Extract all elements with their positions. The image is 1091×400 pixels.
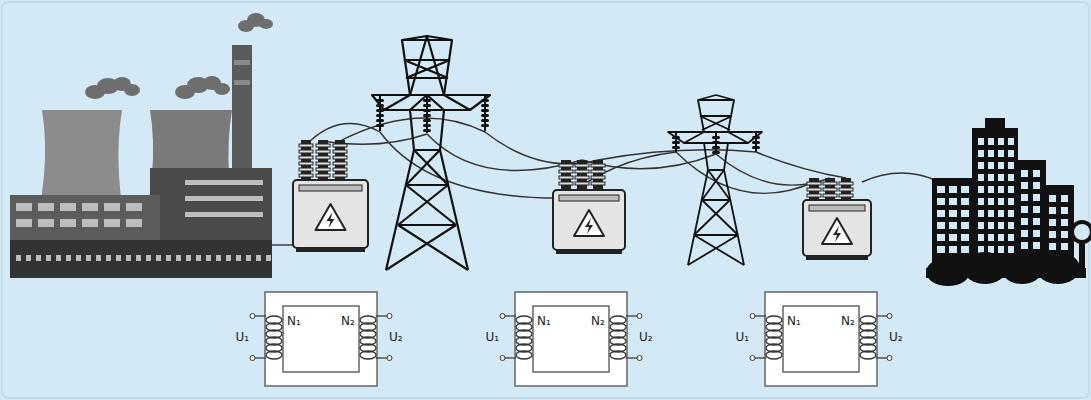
winding-label: U₂ [389,330,403,344]
transformers [293,140,871,260]
winding-label: U₁ [485,330,499,344]
power-plant [10,13,273,278]
winding-label: N₂ [341,314,355,328]
winding-label: U₂ [639,330,653,344]
transmission-tower [372,36,490,270]
insulators [376,95,760,154]
winding-label: N₂ [841,314,855,328]
transmission-tower [668,95,762,265]
transformer-schematic [500,292,642,386]
winding-label: U₂ [889,330,903,344]
winding-label: U₁ [735,330,749,344]
city [926,118,1091,286]
winding-label: U₁ [235,330,249,344]
transformer-schematic [250,292,392,386]
winding-label: N₂ [591,314,605,328]
transformer-schematic [750,292,892,386]
winding-label: N₁ [787,314,801,328]
winding-label: N₁ [537,314,551,328]
transformer-schematics [250,292,892,386]
winding-label: N₁ [287,314,301,328]
